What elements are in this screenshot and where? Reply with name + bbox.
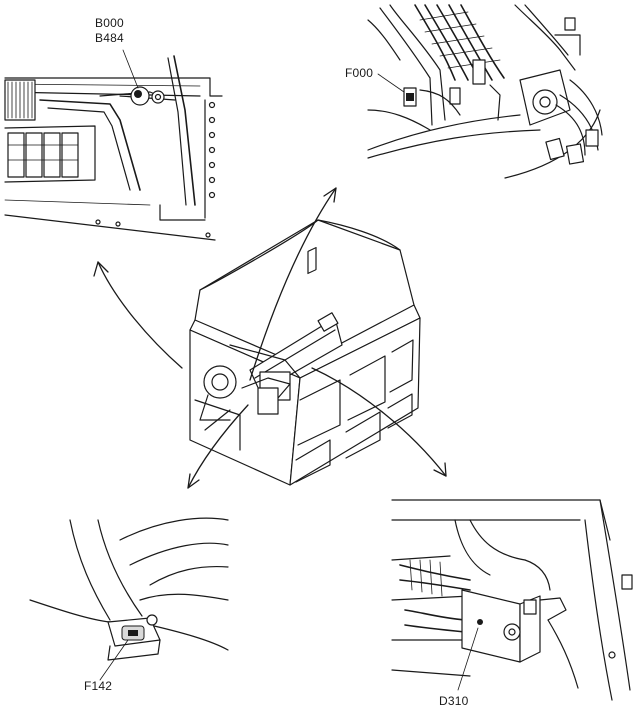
seat-buckle — [107, 614, 161, 647]
arrow-top-right — [249, 187, 337, 381]
label-f142: F142 — [84, 679, 113, 693]
arrow-bottom-left — [187, 404, 249, 489]
label-d310: D310 — [439, 694, 469, 708]
detail-top-left — [4, 49, 223, 241]
harness-bundle — [414, 4, 505, 81]
arrow-bottom-right — [311, 367, 447, 477]
label-b000: B000 — [95, 16, 124, 30]
sensor-b000-b484 — [130, 86, 165, 106]
connector-f000 — [403, 87, 417, 107]
control-unit-d310 — [461, 589, 541, 663]
connector-block — [7, 132, 79, 178]
truck-cab — [189, 219, 421, 486]
wiring-harness — [399, 559, 471, 633]
arrow-top-left — [97, 261, 183, 369]
bracket-round — [519, 69, 571, 126]
label-b484: B484 — [95, 31, 124, 45]
callout-arrows — [93, 187, 447, 489]
label-f000: F000 — [345, 66, 374, 80]
detail-bottom-right — [391, 499, 633, 701]
detail-top-right — [367, 4, 603, 179]
detail-bottom-left — [29, 517, 229, 681]
